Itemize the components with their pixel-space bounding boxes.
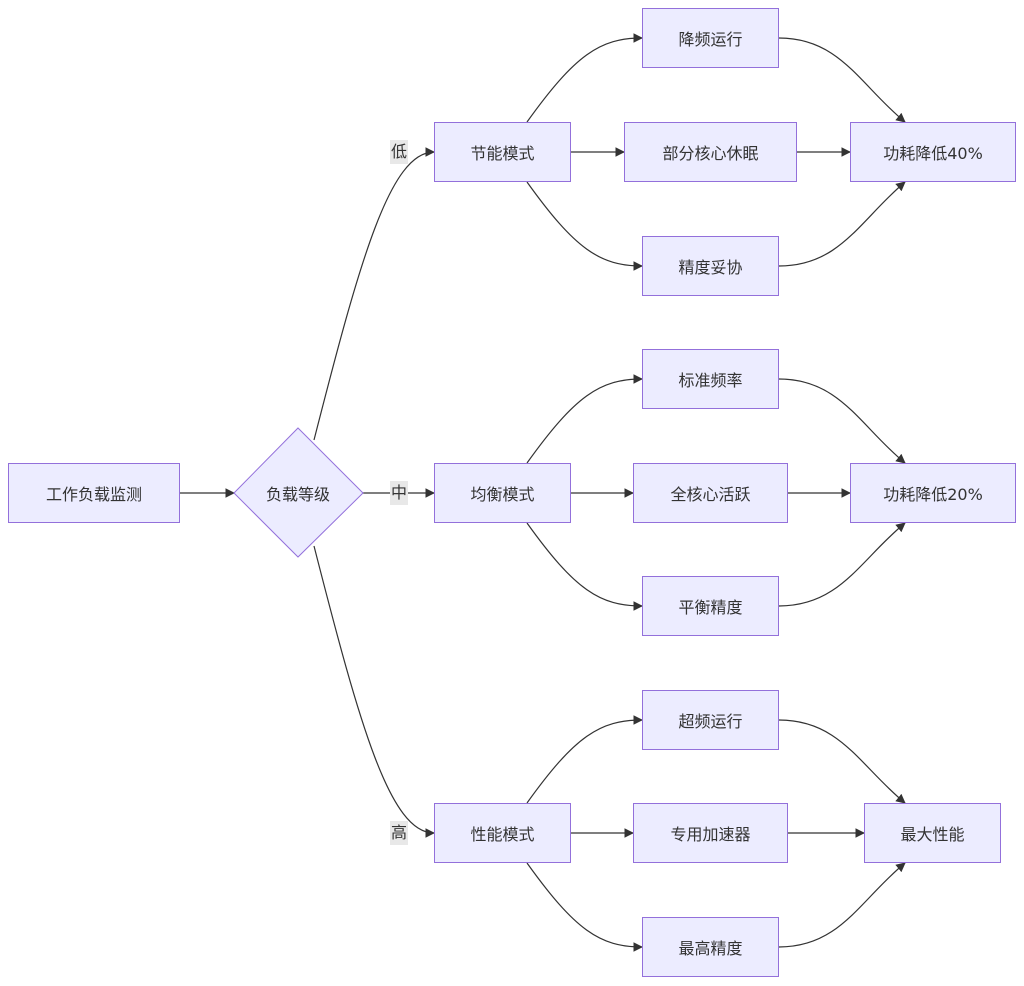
- mode-node-high: 性能模式: [434, 803, 571, 863]
- mid-step-b-node: 全核心活跃: [633, 463, 788, 523]
- edge-decision-to-low: [313, 147, 435, 441]
- mode-node-low: 节能模式: [434, 122, 571, 182]
- high-step-c-node: 最高精度: [642, 917, 779, 977]
- decision-diamond: [233, 427, 364, 558]
- edge-low-a-to-result: [778, 37, 906, 123]
- high-step-a-node: 超频运行: [642, 690, 779, 750]
- edge-low-to-a: [526, 33, 643, 123]
- mid-step-c-node: 平衡精度: [642, 576, 779, 636]
- edge-high-to-a: [526, 715, 643, 804]
- mid-step-a-node: 标准频率: [642, 349, 779, 409]
- edge-label-mid: 中: [390, 481, 409, 505]
- edge-low-to-c: [526, 181, 643, 271]
- edge-mid-c-to-result: [778, 522, 906, 607]
- edge-label-high: 高: [390, 821, 409, 845]
- edge-high-to-c: [526, 862, 643, 952]
- mode-node-mid: 均衡模式: [434, 463, 571, 523]
- edge-label-low: 低: [390, 140, 409, 164]
- mid-result-node: 功耗降低20%: [850, 463, 1016, 523]
- edge-high-c-to-result: [778, 862, 906, 948]
- high-result-node: 最大性能: [864, 803, 1001, 863]
- decision-node-label: 负载等级: [265, 485, 330, 504]
- edge-mid-to-a: [526, 374, 643, 464]
- start-node: 工作负载监测: [8, 463, 180, 523]
- edge-high-a-to-result: [778, 719, 906, 804]
- edge-low-c-to-result: [778, 181, 906, 267]
- low-step-c-node: 精度妥协: [642, 236, 779, 296]
- low-step-a-node: 降频运行: [642, 8, 779, 68]
- high-step-b-node: 专用加速器: [633, 803, 788, 863]
- edge-mid-to-c: [526, 522, 643, 611]
- edge-mid-a-to-result: [778, 378, 906, 464]
- low-step-b-node: 部分核心休眠: [624, 122, 797, 182]
- edge-decision-to-high: [313, 545, 435, 838]
- low-result-node: 功耗降低40%: [850, 122, 1016, 182]
